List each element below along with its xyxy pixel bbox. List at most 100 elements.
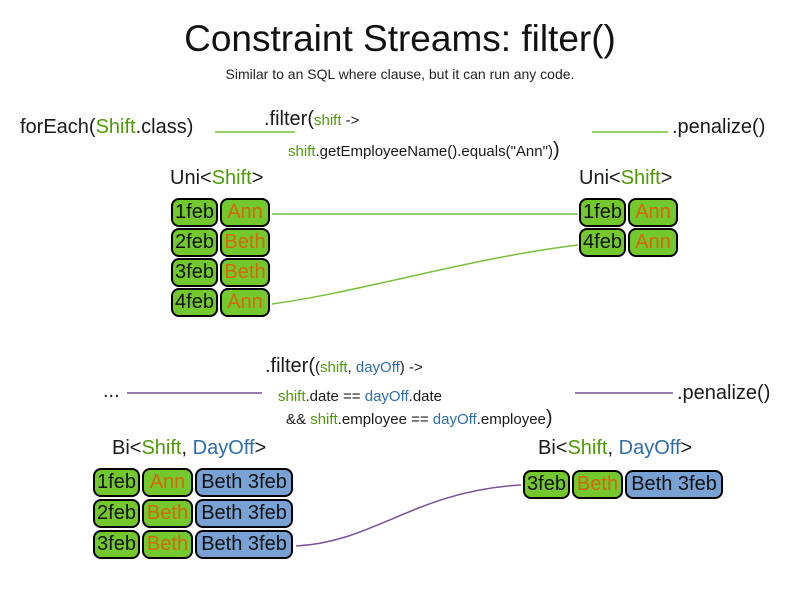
line-uni-row4 (271, 244, 579, 305)
shift-date-cell: 1feb (579, 198, 626, 227)
uni-filter-code: .filter(shift -> shift.getEmployeeName()… (264, 108, 560, 163)
foreach-post: .class) (135, 116, 194, 138)
bi-left-label-post: > (254, 437, 267, 459)
filter1-param: shift (314, 112, 342, 129)
bi-source-ellipsis: ... (103, 380, 120, 402)
uni-filter-line2: shift.getEmployeeName().equals("Ann")) (288, 139, 560, 163)
uni-foreach-code: forEach(Shift.class) (20, 116, 193, 139)
page-title: Constraint Streams: filter() (184, 18, 616, 59)
filter1-body-rest: .getEmployeeName().equals("Ann") (315, 143, 553, 160)
bi-left-label-shift: Shift (141, 437, 182, 459)
dayoff-cell: Beth 3feb (195, 468, 293, 497)
uni-left-label-type: Shift (211, 167, 252, 189)
filter2-l2-end: .date (408, 388, 443, 405)
filter2-param1: shift (320, 359, 348, 376)
shift-date-cell: 3feb (93, 530, 140, 559)
shift-date-cell: 3feb (523, 470, 570, 499)
filter1-open: .filter( (264, 108, 314, 130)
filter2-arrow: -> (404, 359, 423, 376)
bi-left-label: Bi<Shift, DayOff> (112, 437, 266, 460)
filter2-l3-shift: shift (310, 411, 338, 428)
filter2-comma: , (347, 359, 356, 376)
foreach-pre: forEach( (20, 116, 96, 138)
shift-employee-cell: Ann (142, 468, 193, 497)
filter2-open: .filter( (265, 355, 315, 377)
bi-filter-line1: .filter((shift, dayOff) -> (265, 355, 553, 379)
filter2-paren-close: ) (399, 359, 405, 376)
filter2-l2-shift: shift (278, 388, 306, 405)
shift-employee-cell: Beth (142, 530, 193, 559)
shift-date-cell: 1feb (171, 198, 218, 227)
filter2-paren: ( (315, 359, 320, 376)
uni-penalize-code: .penalize() (672, 116, 766, 138)
uni-right-label: Uni<Shift> (579, 167, 672, 190)
bi-penalize-code: .penalize() (677, 382, 771, 404)
bi-filter-line3: && shift.employee == dayOff.employee) (286, 407, 553, 429)
bi-right-label-dayoff: DayOff (618, 437, 681, 459)
shift-employee-cell: Ann (220, 198, 270, 227)
shift-date-cell: 2feb (171, 228, 218, 257)
filter2-close: ) (545, 407, 553, 429)
filter2-l3-dayoff: dayOff (432, 411, 477, 428)
bi-right-label: Bi<Shift, DayOff> (538, 437, 692, 460)
bi-filter-code: .filter((shift, dayOff) -> shift.date ==… (265, 355, 553, 429)
dayoff-cell: Beth 3feb (195, 499, 293, 528)
uni-right-label-post: > (660, 167, 673, 189)
filter2-l2-dayoff: dayOff (364, 388, 409, 405)
bi-left-label-pre: Bi< (112, 437, 142, 459)
uni-left-label-pre: Uni< (170, 167, 212, 189)
bi-right-label-pre: Bi< (538, 437, 568, 459)
uni-left-label-post: > (251, 167, 264, 189)
filter1-body-param: shift (288, 143, 316, 160)
filter2-l3-end: .employee (476, 411, 546, 428)
bi-right-label-comma: , (607, 437, 619, 459)
bi-right-label-post: > (680, 437, 693, 459)
shift-date-cell: 3feb (171, 258, 218, 287)
uni-filter-line1: .filter(shift -> (264, 108, 560, 132)
filter2-l2-mid: .date == (305, 388, 365, 405)
filter1-close: ) (552, 139, 560, 161)
shift-date-cell: 4feb (171, 288, 218, 317)
shift-employee-cell: Ann (628, 228, 678, 257)
uni-left-label: Uni<Shift> (170, 167, 263, 190)
shift-employee-cell: Ann (628, 198, 678, 227)
shift-date-cell: 2feb (93, 499, 140, 528)
shift-employee-cell: Beth (572, 470, 623, 499)
filter1-arrow: -> (341, 112, 360, 129)
filter2-l3-amp: && (286, 411, 311, 428)
filter2-param2: dayOff (355, 359, 400, 376)
uni-right-label-type: Shift (620, 167, 661, 189)
bi-right-label-shift: Shift (567, 437, 608, 459)
shift-date-cell: 1feb (93, 468, 140, 497)
page-subtitle: Similar to an SQL where clause, but it c… (225, 66, 575, 82)
line-bi-row3 (295, 484, 522, 547)
shift-date-cell: 4feb (579, 228, 626, 257)
dayoff-cell: Beth 3feb (625, 470, 723, 499)
bi-filter-line2: shift.date == dayOff.date (278, 388, 553, 406)
bi-left-label-comma: , (181, 437, 193, 459)
dayoff-cell: Beth 3feb (195, 530, 293, 559)
uni-right-label-pre: Uni< (579, 167, 621, 189)
filter2-l3-mid: .employee == (337, 411, 433, 428)
bi-left-label-dayoff: DayOff (192, 437, 255, 459)
shift-employee-cell: Ann (220, 288, 270, 317)
shift-employee-cell: Beth (220, 258, 270, 287)
shift-employee-cell: Beth (220, 228, 270, 257)
shift-employee-cell: Beth (142, 499, 193, 528)
